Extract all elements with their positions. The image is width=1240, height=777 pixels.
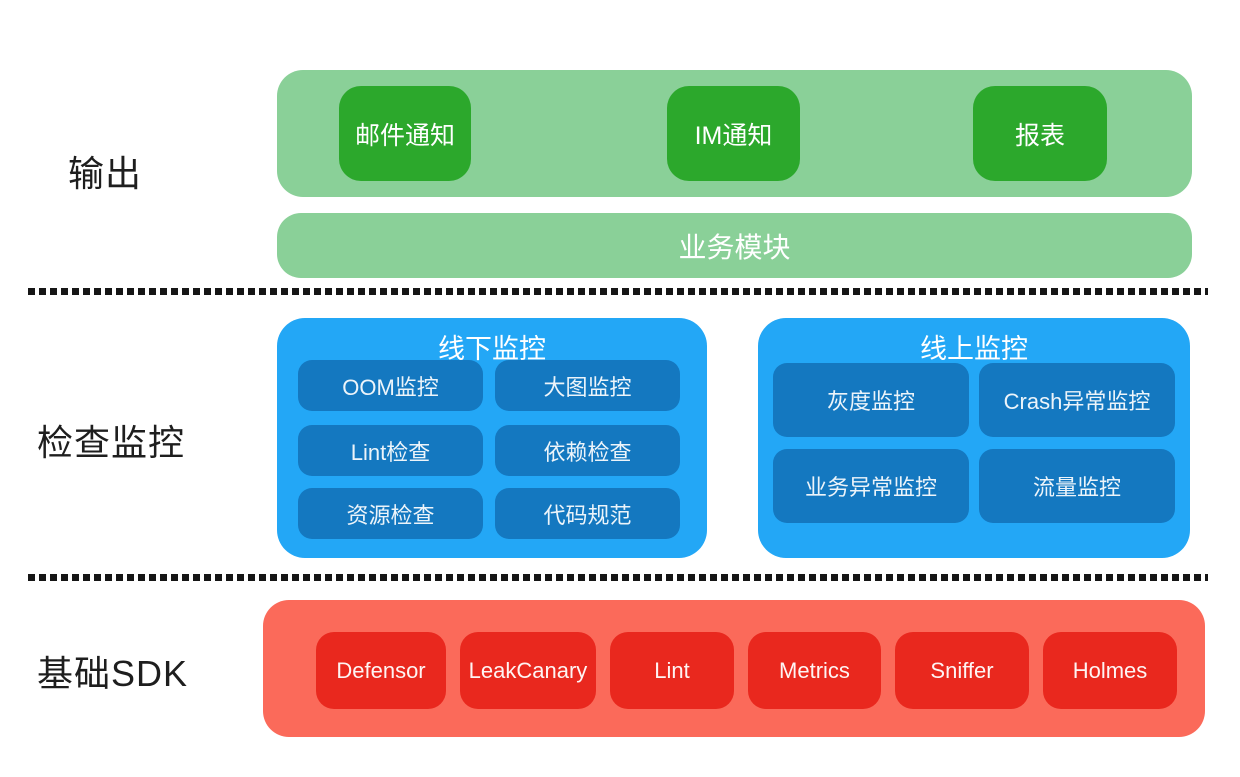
sdk-item-defensor: Defensor [316,632,446,709]
monitor-item-gray-release: 灰度监控 [773,363,969,437]
monitor-item-big-image: 大图监控 [495,360,680,411]
monitor-item-business-exception: 业务异常监控 [773,449,969,523]
monitor-item-crash: Crash异常监控 [979,363,1175,437]
monitor-item-traffic: 流量监控 [979,449,1175,523]
monitor-item-code-style: 代码规范 [495,488,680,539]
monitor-item-dependency-check: 依赖检查 [495,425,680,476]
output-item-email-notify: 邮件通知 [339,86,471,181]
monitor-item-oom: OOM监控 [298,360,483,411]
output-item-im-notify: IM通知 [667,86,800,181]
output-container: 邮件通知 IM通知 报表 [277,70,1192,197]
sdk-item-metrics: Metrics [748,632,881,709]
monitor-item-resource-check: 资源检查 [298,488,483,539]
divider-output-monitoring [28,288,1208,295]
sdk-item-leakcanary: LeakCanary [460,632,596,709]
online-monitoring-title: 线上监控 [920,334,1028,364]
monitor-item-lint-check: Lint检查 [298,425,483,476]
sdk-item-lint: Lint [610,632,734,709]
layer-label-monitoring: 检查监控 [37,422,186,463]
online-monitoring-group: 线上监控 灰度监控 Crash异常监控 业务异常监控 流量监控 [758,318,1190,558]
offline-monitoring-title: 线下监控 [438,334,546,364]
sdk-item-holmes: Holmes [1043,632,1177,709]
layer-label-sdk: 基础SDK [37,653,189,694]
layer-label-output: 输出 [68,153,143,194]
offline-monitoring-group: 线下监控 OOM监控 大图监控 Lint检查 依赖检查 资源检查 代码规范 [277,318,707,558]
divider-monitoring-sdk [28,574,1208,581]
business-module-bar: 业务模块 [277,213,1192,278]
sdk-item-sniffer: Sniffer [895,632,1029,709]
sdk-container: Defensor LeakCanary Lint Metrics Sniffer… [263,600,1205,737]
output-item-report: 报表 [973,86,1107,181]
